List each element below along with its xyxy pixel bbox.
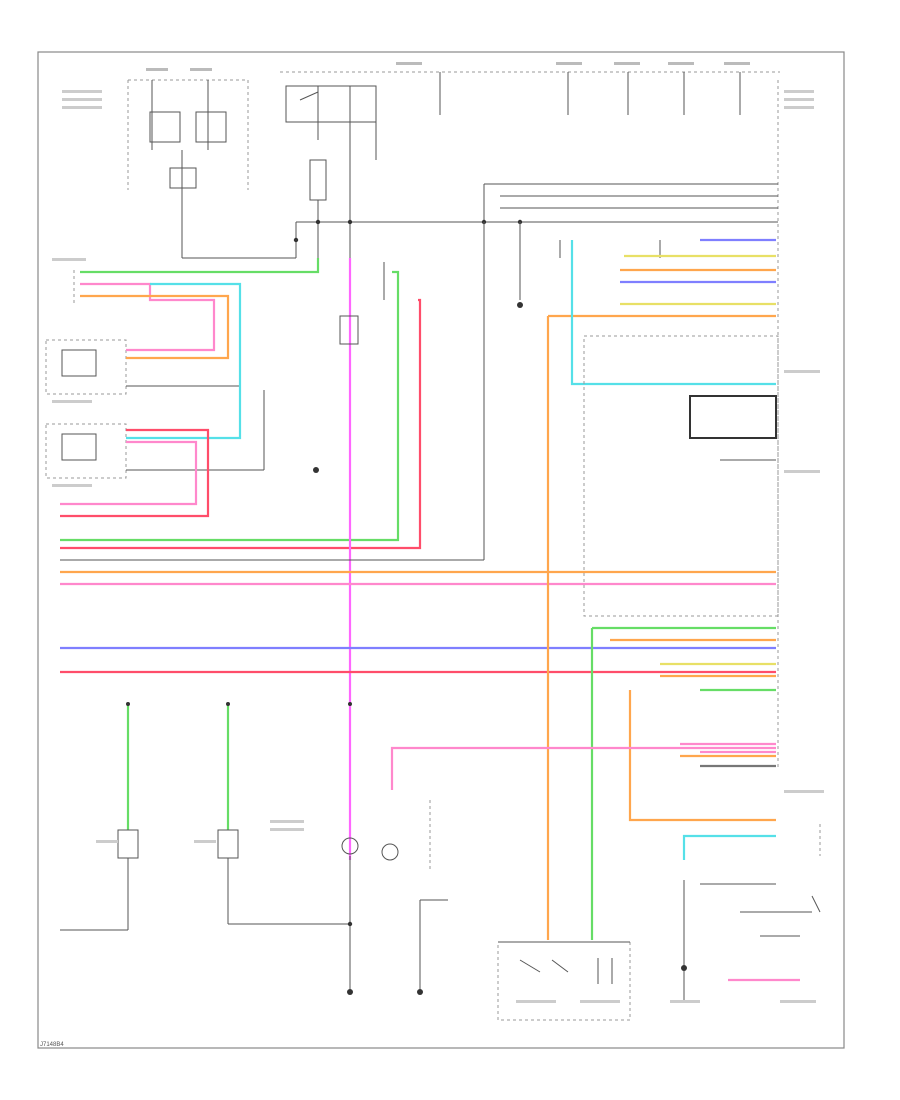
lamp-left bbox=[117, 829, 139, 859]
sensor-element-lower bbox=[61, 433, 97, 461]
right-module-mid bbox=[583, 335, 779, 617]
bottom-section bbox=[60, 702, 631, 1021]
right-module-upper bbox=[689, 395, 777, 439]
headlight-switch-box bbox=[497, 941, 631, 1021]
top-power-section bbox=[127, 71, 780, 770]
lamp-center bbox=[341, 837, 359, 855]
mid-column-wires bbox=[60, 258, 422, 860]
diagram-frame bbox=[37, 51, 845, 1049]
lamp-center-right bbox=[381, 843, 399, 861]
right-side-wires bbox=[390, 238, 821, 1000]
left-sensor-section bbox=[45, 270, 319, 479]
relay-fuse-center bbox=[309, 159, 327, 201]
sensor-box-upper bbox=[45, 339, 127, 395]
sensor-box-lower bbox=[45, 423, 127, 479]
fuse-box-left-2 bbox=[195, 111, 227, 143]
lamp-center-left bbox=[217, 829, 239, 859]
relay-box-left bbox=[169, 167, 197, 189]
label-marks bbox=[52, 62, 824, 1003]
main-harness-wires bbox=[60, 222, 776, 674]
sensor-element-upper bbox=[61, 349, 97, 377]
left-colored-wires bbox=[60, 258, 320, 518]
relay-coil-mid bbox=[339, 315, 359, 345]
footer-code: J7148B4 bbox=[40, 1042, 64, 1048]
main-relay bbox=[285, 85, 377, 123]
fuse-box-left bbox=[149, 111, 181, 143]
